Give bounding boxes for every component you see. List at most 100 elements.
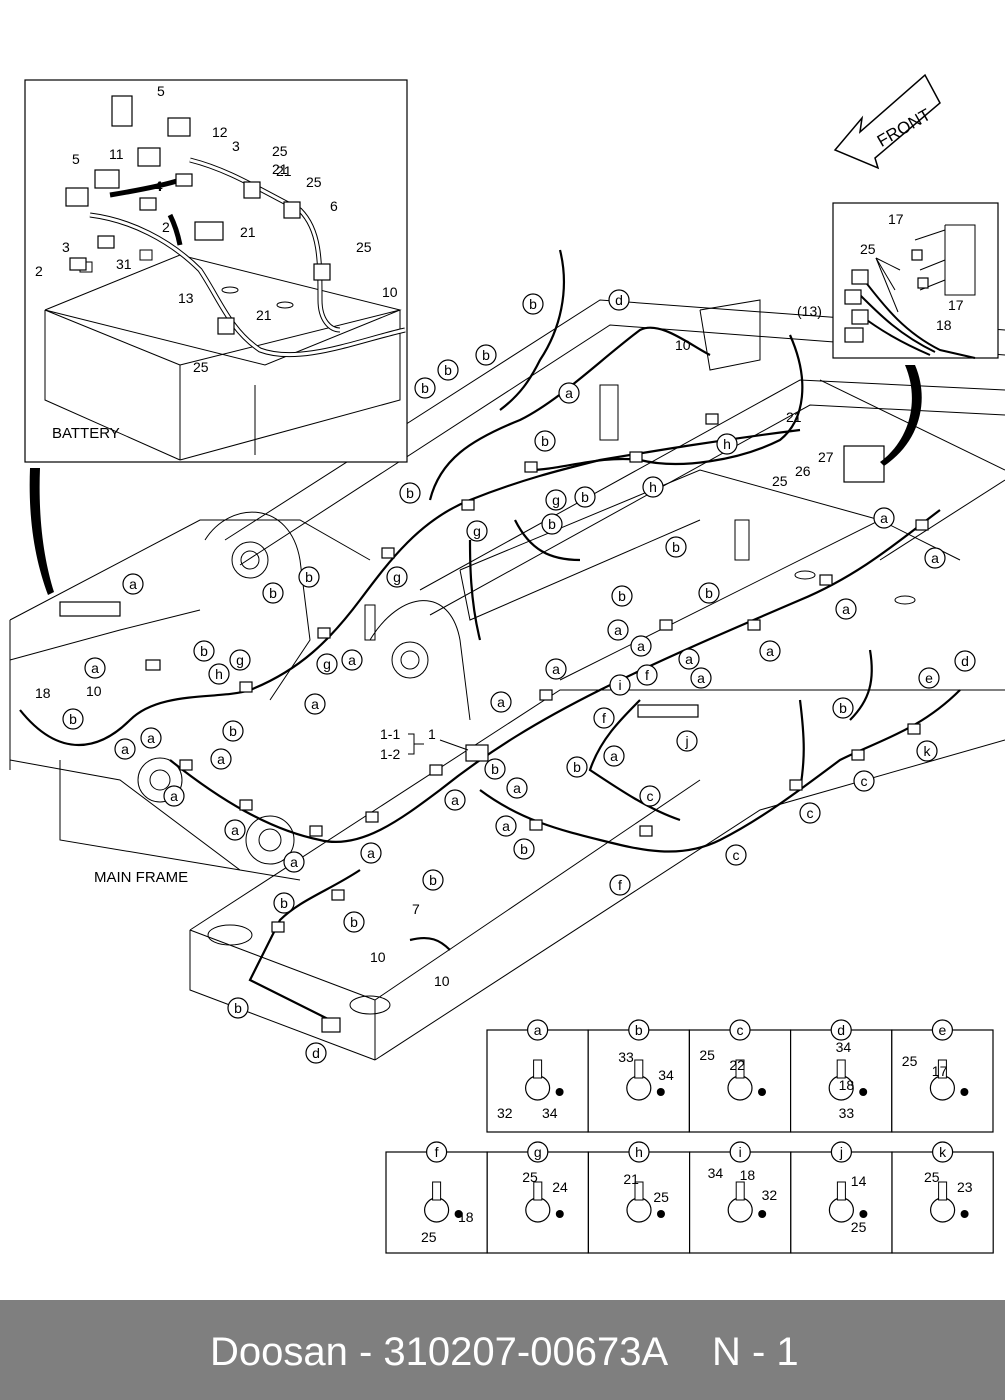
main-frame-drawing <box>9 299 1005 1061</box>
letter-callout: b <box>522 293 544 315</box>
letter-callout: b <box>541 513 563 535</box>
letter-callout: a <box>163 785 185 807</box>
part-code: Doosan - 310207-00673A <box>210 1330 669 1374</box>
letter-callout: g <box>466 520 488 542</box>
letter-callout: a <box>114 738 136 760</box>
letter-callout-text: b <box>406 485 414 501</box>
letter-callout-text: g <box>552 492 560 508</box>
letter-callout-text: g <box>393 569 401 585</box>
battery-callout: 3 <box>232 138 240 154</box>
letter-callout: b <box>399 482 421 504</box>
letter-callout-text: h <box>723 436 731 452</box>
battery-callout: 21 <box>276 163 292 179</box>
battery-callout: 6 <box>330 198 338 214</box>
letter-callout-text: c <box>861 773 868 789</box>
letter-callout: a <box>341 649 363 671</box>
letter-callout: a <box>360 842 382 864</box>
letter-callout: e <box>918 667 940 689</box>
letter-callout-text: b <box>69 711 77 727</box>
detail-part-number: 25 <box>902 1053 918 1069</box>
battery-callout: 4 <box>154 178 162 194</box>
detail-part-number: 22 <box>729 1057 745 1073</box>
battery-callout: 4 <box>155 178 163 194</box>
letter-callout: h <box>642 476 664 498</box>
letter-callout: a <box>122 573 144 595</box>
letter-callout-text: b <box>280 895 288 911</box>
detail-part-number: 25 <box>421 1229 437 1245</box>
letter-callout: g <box>386 566 408 588</box>
letter-callout-text: b <box>229 723 237 739</box>
letter-callout: a <box>490 691 512 713</box>
letter-callout: g <box>545 489 567 511</box>
letter-callout-text: b <box>421 380 429 396</box>
letter-callout: b <box>513 838 535 860</box>
battery-callout: 25 <box>272 143 288 159</box>
harness-clamps <box>59 413 929 1033</box>
detail-panel-tag: d <box>837 1022 845 1038</box>
letter-callout-text: d <box>312 1045 320 1061</box>
detail-part-number: 34 <box>836 1039 852 1055</box>
detail-panel-tag: a <box>534 1022 542 1038</box>
detail-panel-tag: j <box>839 1144 843 1160</box>
letter-callout: a <box>304 693 326 715</box>
letter-callout-text: a <box>697 670 705 686</box>
ref-13-label: (13) <box>797 303 822 319</box>
letter-callout-text: a <box>552 661 560 677</box>
detail-part-number: 21 <box>623 1171 639 1187</box>
battery-callout: 10 <box>382 284 398 300</box>
letter-callout-text: b <box>705 585 713 601</box>
letter-callout-text: b <box>269 585 277 601</box>
letter-callout: b <box>298 566 320 588</box>
detail-part-number: 18 <box>740 1167 756 1183</box>
detail-part-number: 25 <box>924 1169 940 1185</box>
letter-callout: b <box>62 708 84 730</box>
detail-panel-j: j 14 25 <box>790 1141 893 1254</box>
letter-callout-text: j <box>684 733 688 749</box>
letter-callout: b <box>437 359 459 381</box>
letter-callout: b <box>611 585 633 607</box>
detail-part-number: 34 <box>708 1165 724 1181</box>
assembly-bracket: 1-1 1-2 1 <box>380 726 469 762</box>
battery-callout: 13 <box>178 290 194 306</box>
detail-part-number: 32 <box>762 1187 778 1203</box>
letter-callout: c <box>799 802 821 824</box>
connector-inset <box>832 202 999 359</box>
letter-callout-text: a <box>637 638 645 654</box>
letter-callout-text: b <box>529 296 537 312</box>
detail-part-number: 25 <box>851 1219 867 1235</box>
letter-callout: f <box>593 707 615 729</box>
detail-part-number: 24 <box>552 1179 568 1195</box>
letter-callout: b <box>343 911 365 933</box>
letter-callout-text: b <box>491 761 499 777</box>
letter-callout-text: b <box>305 569 313 585</box>
bracket-1-2-label: 1-2 <box>380 746 400 762</box>
letter-callout: a <box>924 547 946 569</box>
letter-callout-text: b <box>482 347 490 363</box>
letter-callout: a <box>678 648 700 670</box>
letter-callout-text: b <box>200 643 208 659</box>
letter-callout-text: b <box>234 1000 242 1016</box>
detail-panel-tag: k <box>939 1144 947 1160</box>
letter-callout: a <box>603 745 625 767</box>
detail-part-number: 34 <box>542 1105 558 1121</box>
letter-callout-text: h <box>649 479 657 495</box>
letter-callout: h <box>208 663 230 685</box>
letter-callout-text: a <box>497 694 505 710</box>
letter-callout-text: b <box>444 362 452 378</box>
letter-callout-text: a <box>451 792 459 808</box>
battery-callout: 3 <box>62 239 70 255</box>
letter-callout-text: c <box>733 847 740 863</box>
letter-callout: b <box>193 640 215 662</box>
letter-callout-text: h <box>215 666 223 682</box>
battery-callout: 25 <box>193 359 209 375</box>
letter-callout: b <box>262 582 284 604</box>
detail-part-number: 14 <box>851 1173 867 1189</box>
letter-callout: a <box>873 507 895 529</box>
letter-callout: f <box>609 874 631 896</box>
letter-callout-text: c <box>807 805 814 821</box>
letter-callout-text: a <box>348 652 356 668</box>
